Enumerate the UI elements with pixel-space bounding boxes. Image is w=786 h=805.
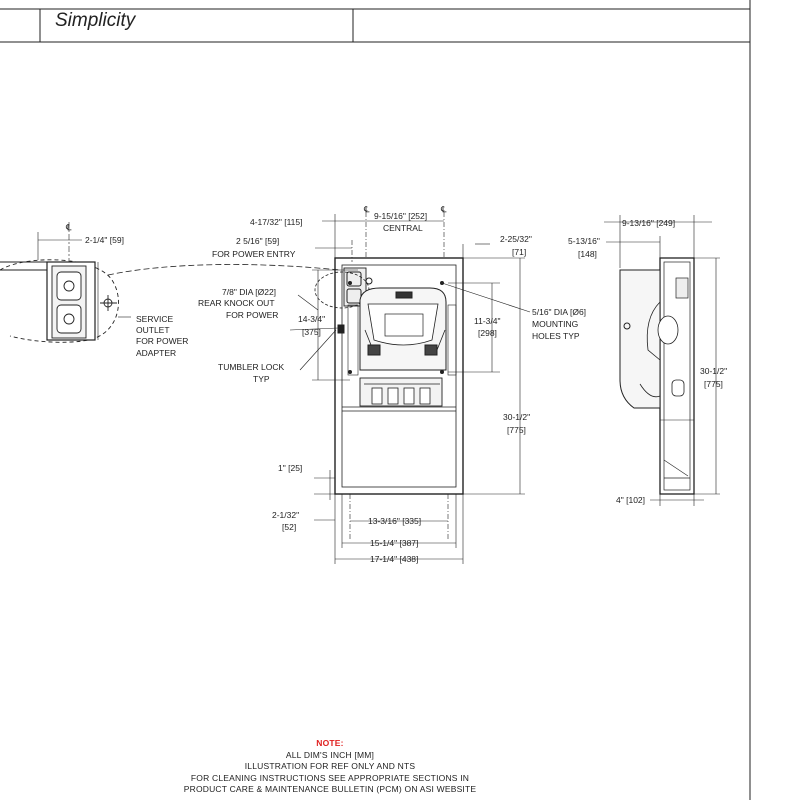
note-line-1: ALL DIM'S INCH [MM] <box>285 749 375 760</box>
service-outlet-label-4: ADAPTER <box>136 348 176 358</box>
title-block <box>0 0 751 800</box>
holes-label-2: MOUNTING <box>532 319 578 329</box>
dim-side-5-13-16-mm: [148] <box>578 249 597 259</box>
dim-1-inch: 1" [25] <box>278 463 302 473</box>
dim-side-30-1-2: 30-1/2" <box>700 366 727 376</box>
dim-15-1-4: 15-1/4" [387] <box>370 538 418 548</box>
dim-side-5-13-16: 5-13/16" <box>568 236 600 246</box>
service-outlet-label-1: SERVICE <box>136 314 173 324</box>
product-name: Simplicity <box>55 10 136 31</box>
dim-30-1-2-front-mm: [775] <box>507 425 526 435</box>
service-outlet-label-2: OUTLET <box>136 325 170 335</box>
holes-label-1: 5/16" DIA [Ø6] <box>532 307 586 317</box>
dim-11-3-4-mm: [298] <box>478 328 497 338</box>
note-line-2: ILLUSTRATION FOR REF ONLY AND NTS <box>244 761 416 771</box>
dim-2-1-32-mm: [52] <box>282 522 296 532</box>
note-line-3: FOR CLEANING INSTRUCTIONS SEE APPROPRIAT… <box>190 772 470 783</box>
centerline-symbol: ℄ <box>65 222 72 232</box>
knockout-label-3: FOR POWER <box>226 310 278 320</box>
service-outlet-label-3: FOR POWER <box>136 336 188 346</box>
outlet-detail-labels: ℄ 2-1/4" [59] SERVICE OUTLET FOR POWER A… <box>65 222 188 358</box>
dim-11-3-4: 11-3/4" <box>474 316 501 326</box>
note-line-4: PRODUCT CARE & MAINTENANCE BULLETIN (PCM… <box>183 784 477 794</box>
note-title: NOTE: <box>316 738 344 748</box>
front-dim-labels: 4-17/32" [115] 9-15/16" [252] CENTRAL 2 … <box>198 204 586 564</box>
dim-9-15-16: 9-15/16" [252] <box>374 211 427 221</box>
dim-2-1-4: 2-1/4" [59] <box>85 235 124 245</box>
label-power-entry: FOR POWER ENTRY <box>212 249 296 259</box>
dim-side-4: 4" [102] <box>616 495 645 505</box>
holes-label-3: HOLES TYP <box>532 331 580 341</box>
dim-4-17-32: 4-17/32" [115] <box>250 217 302 227</box>
outlet-detail-view <box>0 222 341 343</box>
tumbler-lock-label: TUMBLER LOCK <box>218 362 284 372</box>
centerline-left: ℄ <box>363 204 370 214</box>
dim-side-30-1-2-mm: [775] <box>704 379 723 389</box>
dim-13-3-16: 13-3/16" [335] <box>368 516 421 526</box>
dim-14-3-4: 14-3/4" <box>298 314 325 324</box>
front-dim-lines <box>289 212 531 564</box>
side-dim-lines <box>604 215 720 506</box>
knockout-label-1: 7/8" DIA [Ø22] <box>222 287 276 297</box>
notes-block: NOTE: ALL DIM'S INCH [MM] ILLUSTRATION F… <box>0 738 660 796</box>
dim-side-9-13-16: 9-13/16" [249] <box>622 218 675 228</box>
dim-2-25-32: 2-25/32" <box>500 234 532 244</box>
dim-2-5-16: 2 5/16" [59] <box>236 236 279 246</box>
dim-2-25-32-mm: [71] <box>512 247 526 257</box>
dim-2-1-32: 2-1/32" <box>272 510 299 520</box>
dim-17-1-4: 17-1/4" [438] <box>370 554 418 564</box>
front-view <box>314 257 464 495</box>
label-central: CENTRAL <box>383 223 423 233</box>
dim-14-3-4-mm: [375] <box>302 327 321 337</box>
dim-30-1-2-front: 30-1/2" <box>503 412 530 422</box>
centerline-right: ℄ <box>440 204 447 214</box>
tumbler-lock-typ: TYP <box>253 374 270 384</box>
knockout-label-2: REAR KNOCK OUT <box>198 298 275 308</box>
side-dim-labels: 9-13/16" [249] 5-13/16" [148] 30-1/2" [7… <box>568 218 727 505</box>
side-view <box>619 257 695 495</box>
